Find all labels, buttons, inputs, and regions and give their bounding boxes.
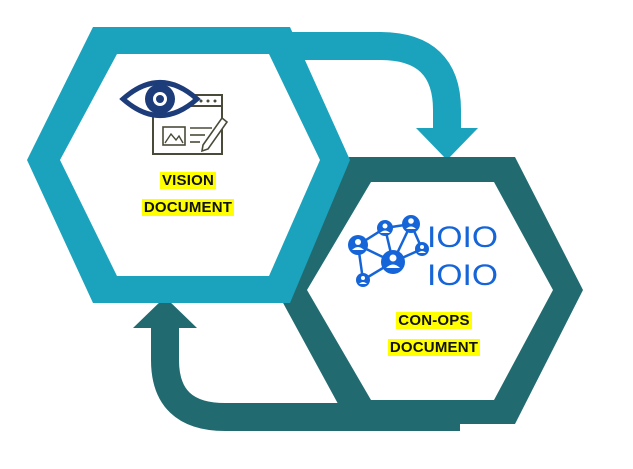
arrow-conops-to-vision bbox=[133, 297, 460, 431]
conops-hexagon-inner bbox=[307, 182, 553, 400]
conops-label: CON-OPS DOCUMENT bbox=[364, 312, 504, 366]
conops-label-line-1: CON-OPS bbox=[396, 312, 472, 329]
vision-label-line-2: DOCUMENT bbox=[141, 199, 235, 216]
vision-hexagon-inner bbox=[60, 54, 320, 276]
network-binary-icon: IOIO IOIO bbox=[348, 215, 498, 292]
arrow-vision-to-conops bbox=[200, 32, 478, 160]
vision-label-line-1: VISION bbox=[159, 172, 217, 189]
eye-document-icon bbox=[119, 80, 229, 155]
vision-label: VISION DOCUMENT bbox=[118, 172, 258, 226]
binary-line-1: IOIO bbox=[427, 221, 498, 254]
conops-label-line-2: DOCUMENT bbox=[387, 339, 481, 356]
binary-line-2: IOIO bbox=[427, 259, 498, 292]
